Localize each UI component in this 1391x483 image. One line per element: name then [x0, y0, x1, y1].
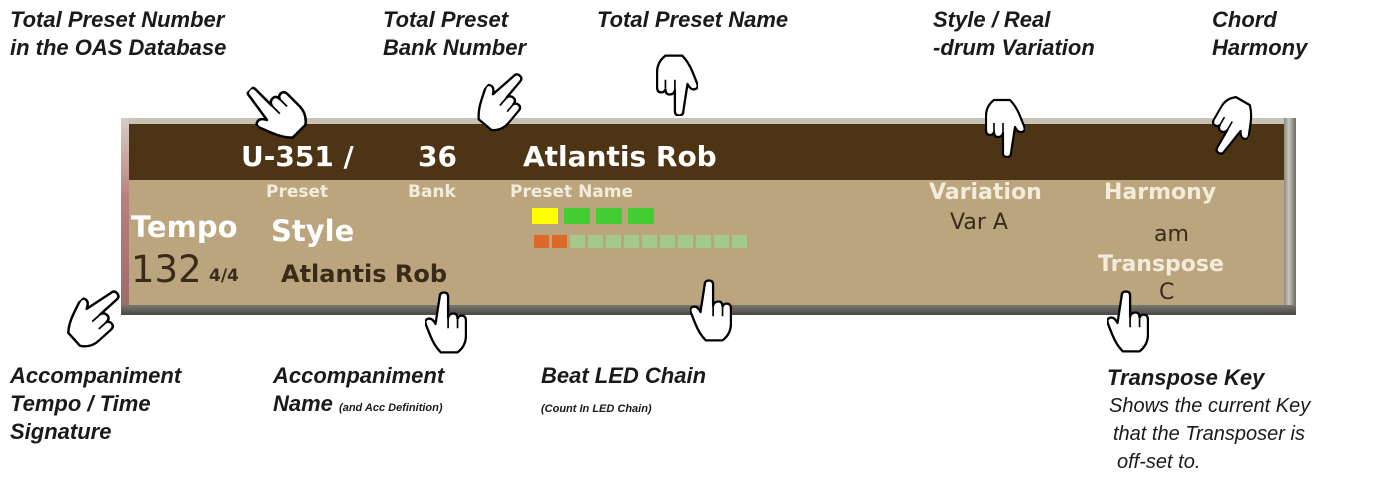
count-in-led — [678, 235, 693, 248]
annotation-beat-led-sub: (Count In LED Chain) — [541, 403, 652, 415]
annotation-transpose-desc: Shows the current Key that the Transpose… — [1109, 395, 1311, 473]
tempo-value: 132 — [131, 248, 202, 291]
annotation-style-variation: Style / Real -drum Variation — [933, 7, 1095, 60]
panel-frame-top — [121, 118, 1296, 124]
count-in-led — [534, 235, 549, 248]
count-in-led — [570, 235, 585, 248]
count-in-led — [660, 235, 675, 248]
beat-led — [532, 208, 558, 224]
transpose-value: C — [1159, 280, 1175, 305]
pointing-hand-icon — [1107, 289, 1149, 357]
style-label: Style — [271, 214, 355, 248]
preset-name: Atlantis Rob — [523, 140, 717, 173]
pointing-hand-icon — [425, 290, 467, 358]
pointing-hand-icon — [690, 278, 732, 346]
beat-led — [564, 208, 590, 224]
count-in-led — [714, 235, 729, 248]
harmony-label: Harmony — [1104, 180, 1217, 205]
count-in-led — [552, 235, 567, 248]
annotation-total-bank-number: Total Preset Bank Number — [383, 7, 527, 60]
tempo-label: Tempo — [131, 210, 238, 244]
preset-label: Preset — [266, 182, 329, 202]
pointing-hand-icon — [656, 52, 698, 116]
harmony-value: am — [1154, 222, 1189, 247]
annotation-total-preset-number: Total Preset Number in the OAS Database — [10, 7, 227, 60]
annotation-beat-led: Beat LED Chain — [541, 363, 707, 388]
annotation-acc-tempo: Accompaniment Tempo / Time Signature — [10, 363, 182, 444]
count-in-led — [732, 235, 747, 248]
annotation-acc-name: Accompaniment Name (and Acc Definition) — [273, 363, 445, 416]
bank-number: 36 — [418, 140, 457, 173]
annotation-transpose-key: Transpose Key — [1107, 365, 1265, 390]
preset-title-bar: U-351 / 36 Atlantis Rob — [129, 124, 1284, 180]
annotation-total-preset-name: Total Preset Name — [597, 7, 789, 32]
count-in-led — [606, 235, 621, 248]
time-signature: 4/4 — [209, 266, 239, 286]
count-in-led — [588, 235, 603, 248]
panel-frame-right — [1284, 118, 1296, 315]
panel-frame-left — [121, 118, 129, 315]
style-name: Atlantis Rob — [281, 260, 448, 288]
beat-led — [596, 208, 622, 224]
count-in-led — [642, 235, 657, 248]
transpose-label: Transpose — [1098, 252, 1224, 277]
variation-value: Var A — [950, 210, 1008, 235]
annotation-chord-harmony: Chord Harmony — [1212, 7, 1308, 60]
variation-label: Variation — [929, 180, 1042, 205]
bank-label: Bank — [408, 182, 456, 202]
beat-led — [628, 208, 654, 224]
count-in-led — [624, 235, 639, 248]
preset-number: U-351 / — [241, 140, 354, 173]
count-in-led — [696, 235, 711, 248]
pointing-hand-icon — [985, 95, 1025, 159]
preset-name-label: Preset Name — [510, 182, 634, 202]
